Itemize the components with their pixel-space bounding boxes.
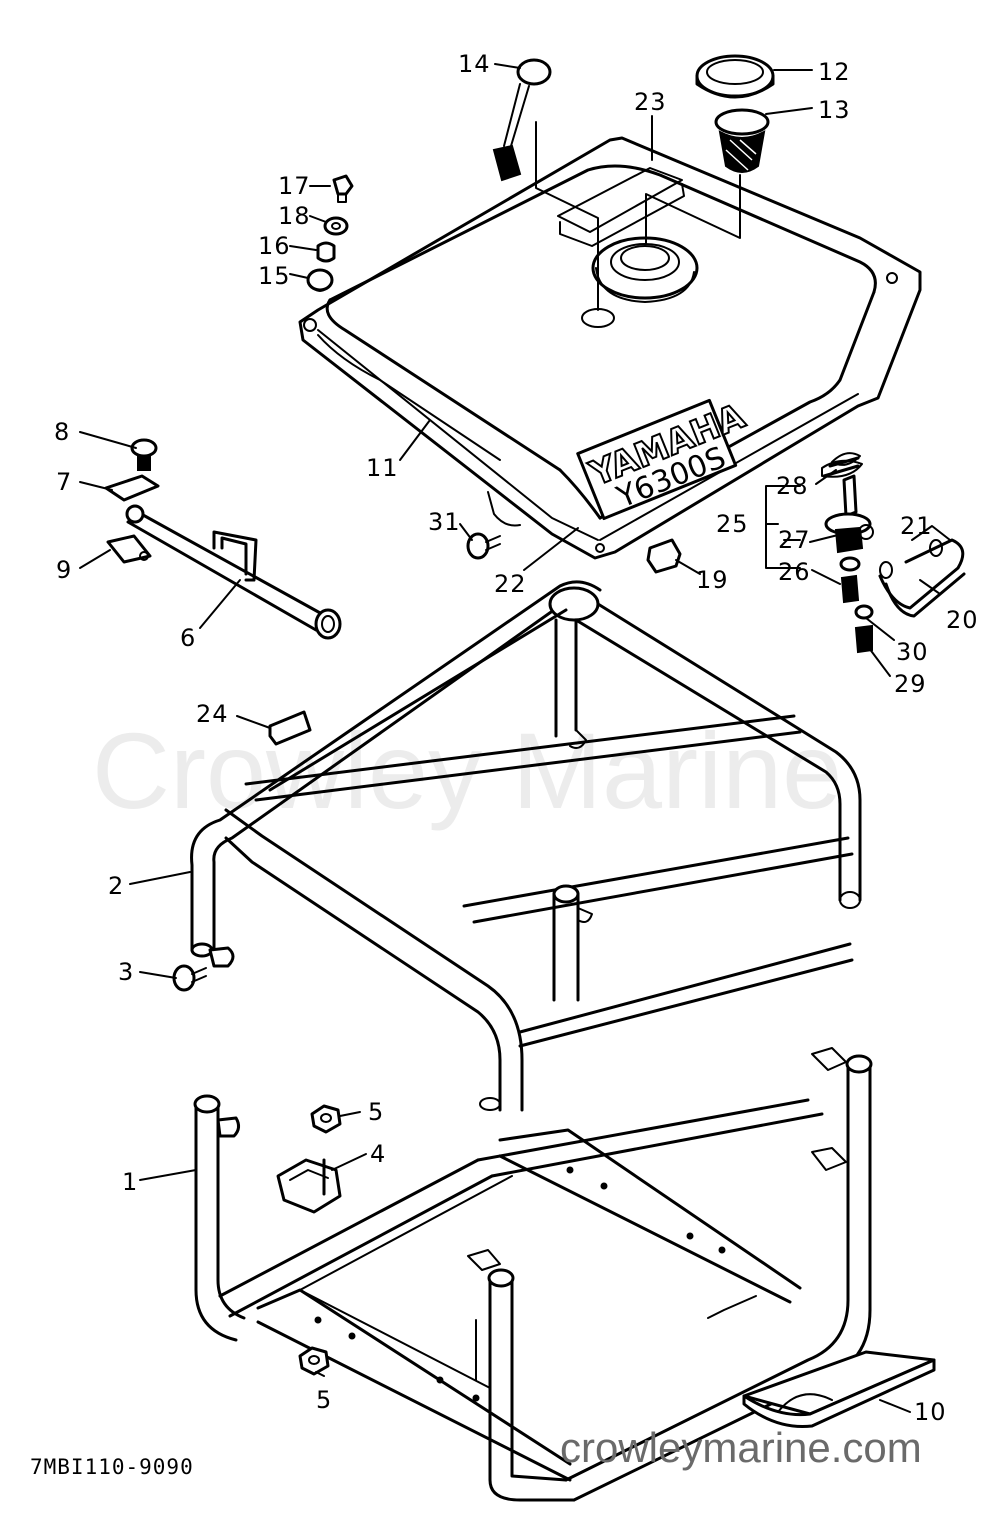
- fuel-hose: [878, 538, 966, 618]
- cushion: [646, 538, 682, 574]
- callout-4: 4: [370, 1140, 386, 1168]
- fuel-cock: [821, 456, 874, 604]
- callout-15: 15: [258, 262, 291, 290]
- callout-5-lower: 5: [316, 1386, 332, 1414]
- fuel-strainer: [714, 108, 770, 173]
- callout-17: 17: [278, 172, 311, 200]
- tank-bolt: [466, 532, 501, 560]
- callout-23: 23: [634, 88, 667, 116]
- site-url: crowleymarine.com: [560, 1424, 922, 1471]
- callout-10: 10: [914, 1398, 947, 1426]
- callout-13: 13: [818, 96, 851, 124]
- callout-27: 27: [778, 526, 811, 554]
- callout-6: 6: [180, 624, 196, 652]
- callout-29: 29: [894, 670, 927, 698]
- fuel-tank: YAMAHA Y6300S: [298, 136, 922, 560]
- upper-frame: [190, 580, 862, 1112]
- callout-2: 2: [108, 872, 124, 900]
- tank-band: [104, 438, 342, 640]
- callout-31: 31: [428, 508, 461, 536]
- diagram-code: 7MBI110-9090: [30, 1455, 194, 1479]
- engine-mount: [276, 1158, 342, 1214]
- frame-bolt: [172, 964, 207, 992]
- callout-11: 11: [366, 454, 399, 482]
- callout-20: 20: [946, 606, 979, 634]
- fuel-cap: [695, 54, 775, 99]
- callout-5-upper: 5: [368, 1098, 384, 1126]
- washer: [854, 604, 874, 620]
- callout-leaders: [79, 63, 941, 1413]
- callout-3: 3: [118, 958, 134, 986]
- callout-12: 12: [818, 58, 851, 86]
- callout-1: 1: [122, 1168, 138, 1196]
- callout-19: 19: [696, 566, 729, 594]
- cover-sheet: [742, 1350, 936, 1429]
- watermark-text: Crowley Marine: [92, 710, 842, 831]
- callout-18: 18: [278, 202, 311, 230]
- callout-14: 14: [458, 50, 491, 78]
- callout-9: 9: [56, 556, 72, 584]
- lower-frame: [193, 1047, 873, 1502]
- callout-26: 26: [778, 558, 811, 586]
- callout-24: 24: [196, 700, 229, 728]
- frame-nuts: [298, 1104, 342, 1376]
- label-plate: [268, 710, 312, 746]
- callout-numbers: 14 12 13 23 17 18 16 15 11 8 7 9 6 31 22…: [54, 50, 979, 1426]
- fuel-gauge: [492, 58, 552, 182]
- callout-30: 30: [896, 638, 929, 666]
- callout-28: 28: [776, 472, 809, 500]
- grommet-parts: [306, 174, 354, 292]
- callout-21: 21: [900, 512, 933, 540]
- callout-8: 8: [54, 418, 70, 446]
- callout-22: 22: [494, 570, 527, 598]
- callout-7: 7: [56, 468, 72, 496]
- callout-25: 25: [716, 510, 749, 538]
- callout-16: 16: [258, 232, 291, 260]
